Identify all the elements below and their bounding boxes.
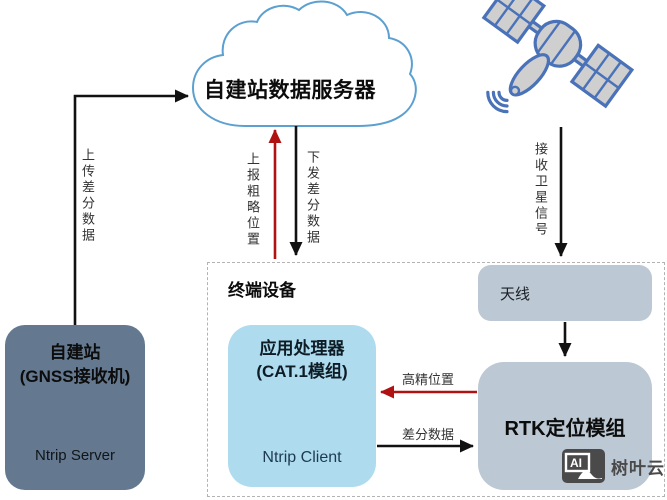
base-station-title-line2: (GNSS接收机) xyxy=(19,366,131,386)
satellite-icon xyxy=(481,0,635,114)
app-processor-box: 应用处理器 (CAT.1模组) Ntrip Client xyxy=(228,325,376,487)
ai-logo-icon: AI xyxy=(562,449,605,483)
antenna-label: 天线 xyxy=(500,285,531,303)
ntrip-client-label: Ntrip Client xyxy=(262,449,342,466)
report-coarse-label: 上报粗略位置 xyxy=(245,152,260,248)
base-station-title-line1: 自建站 xyxy=(49,343,101,362)
base-station-box: 自建站 (GNSS接收机) Ntrip Server xyxy=(5,325,145,490)
app-processor-title-line2: (CAT.1模组) xyxy=(256,361,348,381)
satellite-signal-label: 接收卫星信号 xyxy=(533,142,548,238)
terminal-device-panel xyxy=(207,262,665,497)
ntrip-server-label: Ntrip Server xyxy=(34,447,116,464)
cloud-server-label: 自建站数据服务器 xyxy=(204,79,376,102)
watermark-brand: 树叶云 xyxy=(611,458,665,478)
upload-diff-label: 上传差分数据 xyxy=(80,148,95,244)
antenna-box: 天线 xyxy=(478,265,652,321)
diff-data-label: 差分数据 xyxy=(401,427,454,442)
watermark: AI 树叶云 xyxy=(562,449,665,483)
rtk-module-label: RTK定位模组 xyxy=(504,417,626,440)
upload-arrow-line xyxy=(73,89,189,325)
svg-text:AI: AI xyxy=(570,456,582,470)
app-processor-title-line1: 应用处理器 xyxy=(259,339,345,358)
high-precision-label: 高精位置 xyxy=(401,372,454,387)
terminal-device-title: 终端设备 xyxy=(228,281,296,300)
cloud-shape xyxy=(191,0,417,127)
downlink-diff-label: 下发差分数据 xyxy=(305,150,320,246)
